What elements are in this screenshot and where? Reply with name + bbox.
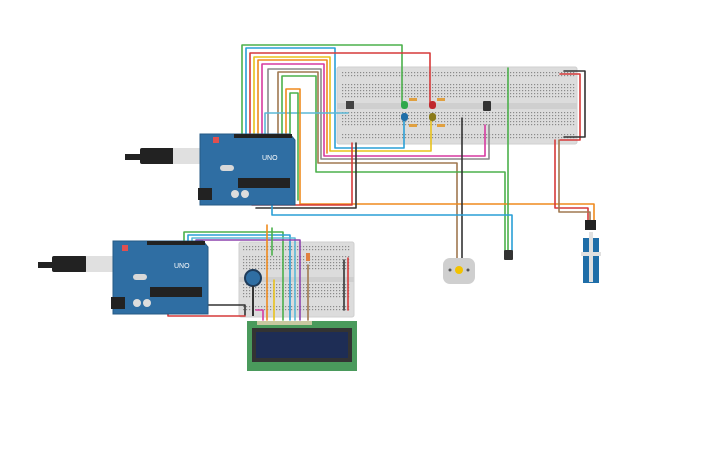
lcd-screen xyxy=(256,332,348,358)
led-red[interactable] xyxy=(429,101,436,109)
sensor-small[interactable] xyxy=(504,250,513,260)
potentiometer[interactable] xyxy=(244,269,262,316)
wire-blue-1 xyxy=(245,47,405,149)
wire-black-rail xyxy=(563,70,586,138)
arduino-top[interactable]: UNO xyxy=(125,133,296,206)
wire-green-5 xyxy=(183,231,284,321)
led-blue[interactable] xyxy=(401,113,408,121)
wire-cyan-2 xyxy=(191,237,296,321)
wire-magenta-2 xyxy=(255,309,264,321)
usb-connector xyxy=(173,148,201,164)
wire-brown-1 xyxy=(277,71,458,259)
board-label: UNO xyxy=(262,155,278,162)
wire-red-servo xyxy=(554,139,589,223)
wire-cyan-1 xyxy=(264,112,349,136)
wire-green-2 xyxy=(281,75,506,251)
breadboard-main[interactable] xyxy=(336,66,578,145)
dc-motor[interactable] xyxy=(443,258,475,284)
resistors xyxy=(306,98,445,261)
led-yellow[interactable] xyxy=(429,113,436,121)
servo-motor[interactable] xyxy=(581,220,601,283)
wire-brown-servo xyxy=(558,139,591,223)
arduino-bottom[interactable]: UNO xyxy=(38,240,209,315)
lcd-display[interactable] xyxy=(247,321,357,371)
breadboard-main-holes xyxy=(342,72,575,139)
led-green[interactable] xyxy=(401,101,408,109)
wire-black-2 xyxy=(255,142,357,209)
wire-blue-3 xyxy=(187,234,291,321)
wire-yellow-1 xyxy=(253,56,432,152)
wire-green-3 xyxy=(289,92,299,201)
wire-gray-1 xyxy=(267,68,490,160)
wire-blue-2 xyxy=(271,204,513,251)
wire-orange-1 xyxy=(257,59,328,154)
wire-red-rail xyxy=(559,73,581,141)
ir-sensor[interactable] xyxy=(483,101,491,111)
wires xyxy=(167,44,595,321)
pushbutton[interactable] xyxy=(346,101,354,109)
wire-red-1 xyxy=(249,52,431,136)
wire-orange-2 xyxy=(285,88,595,223)
board-label: UNO xyxy=(174,263,190,270)
usb-connector xyxy=(86,256,114,272)
wire-magenta-1 xyxy=(261,63,486,157)
wire-green-1 xyxy=(241,44,403,136)
